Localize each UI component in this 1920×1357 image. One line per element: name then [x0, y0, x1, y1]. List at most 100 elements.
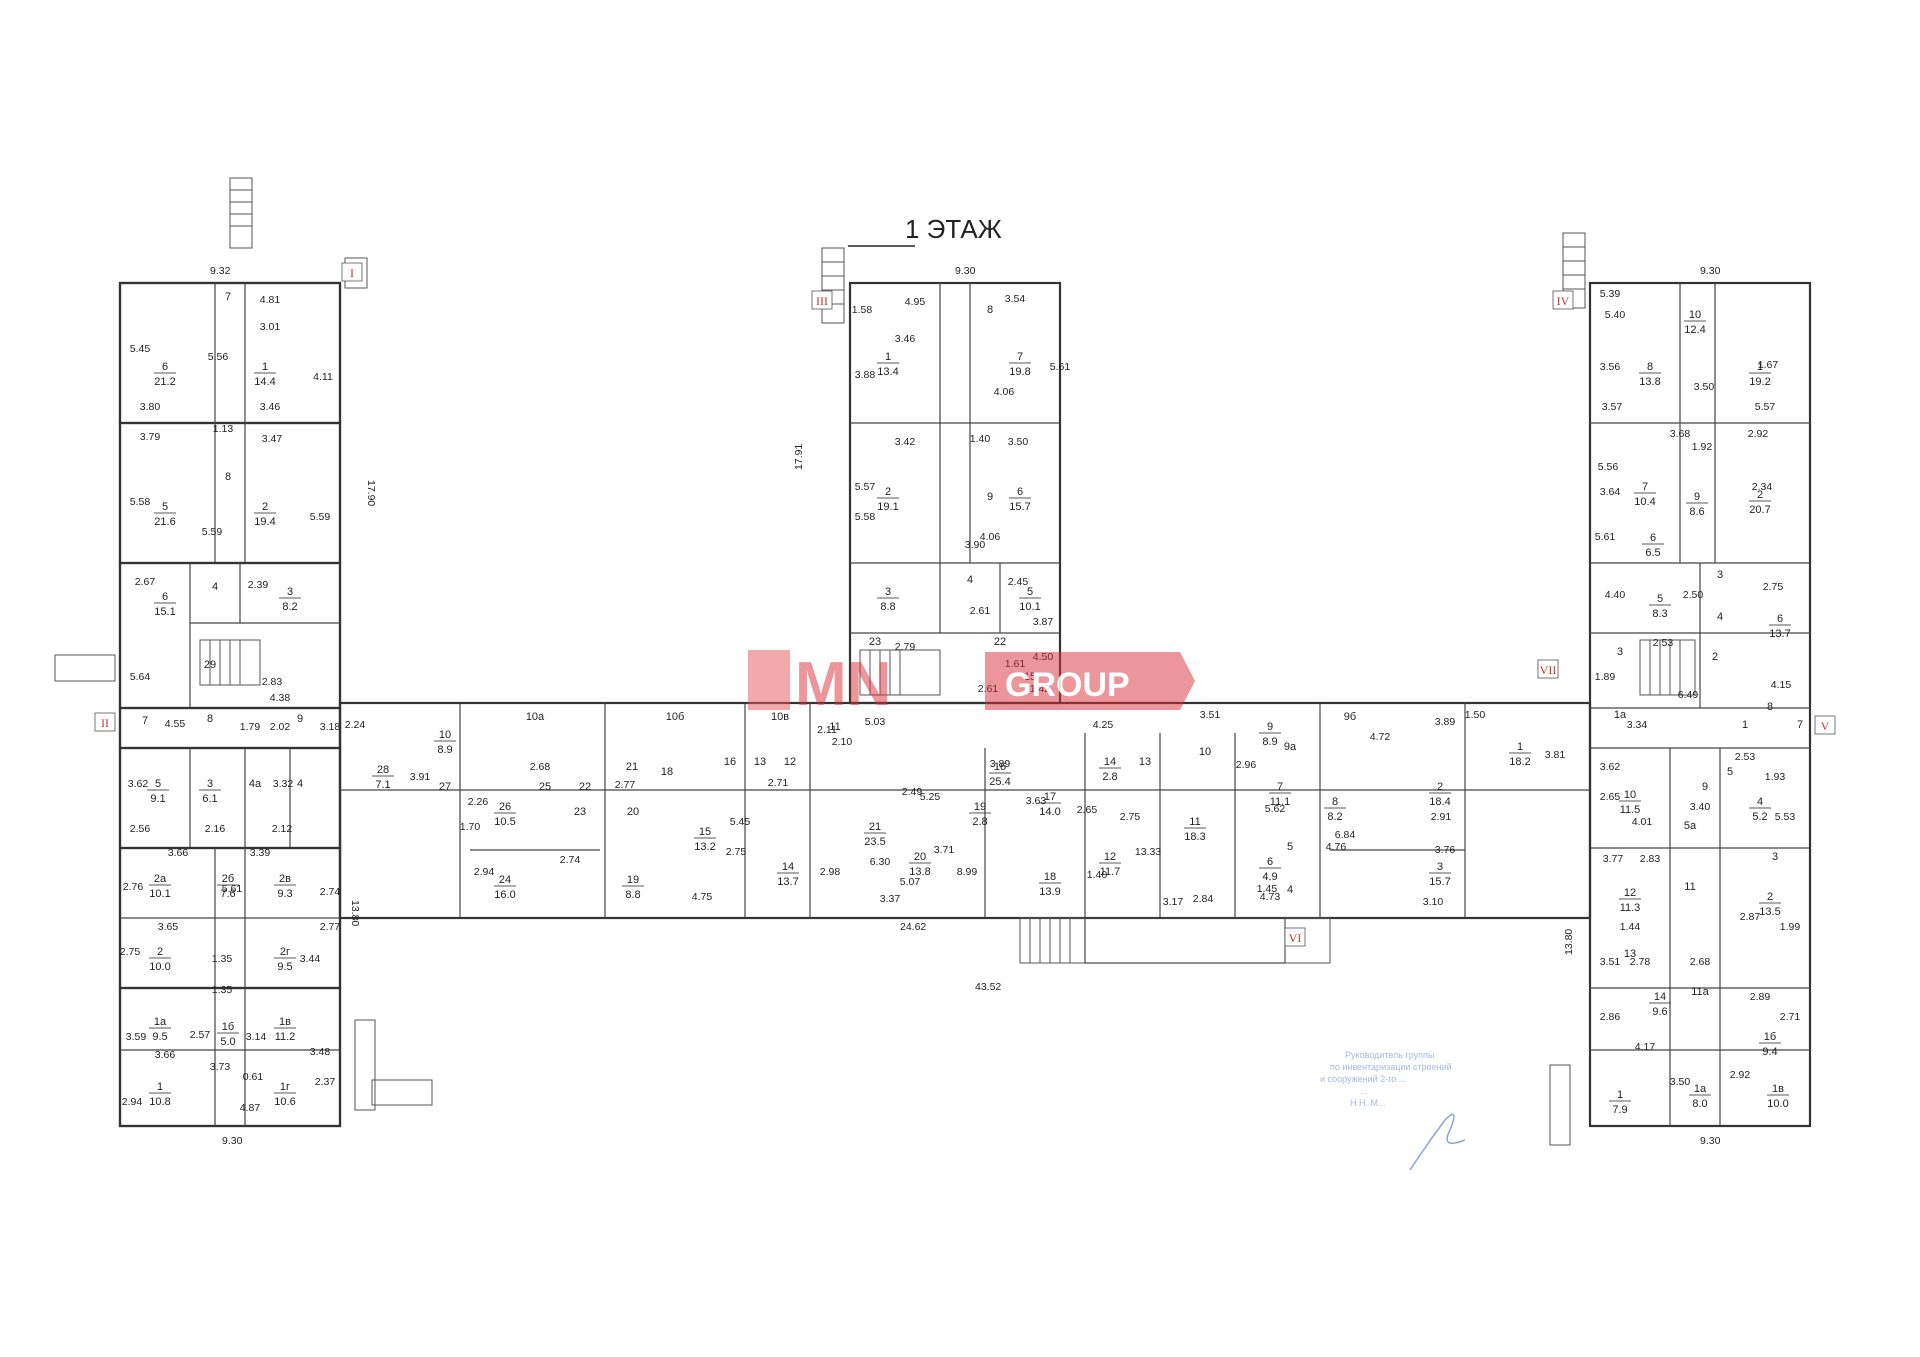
svg-text:Руководитель группы: Руководитель группы	[1345, 1050, 1434, 1060]
dimension-label: 3.87	[1033, 616, 1054, 628]
dimension-label: 2.34	[1752, 481, 1773, 493]
room-number: 9	[297, 713, 303, 725]
room-label-l-1: 7	[225, 291, 231, 303]
room-area: 10.4	[1634, 496, 1655, 508]
dimension-label: 3.66	[155, 1049, 176, 1061]
dimension-label: 3.63	[1026, 795, 1047, 807]
room-area: 13.8	[909, 866, 930, 878]
room-label-m-36: 5	[1287, 841, 1293, 853]
room-area: 11.3	[1620, 902, 1641, 914]
room-label-l-2: 114.4	[254, 361, 276, 388]
dimension-label: 3.37	[880, 893, 901, 905]
dimension-label: 1.67	[1758, 359, 1779, 371]
dimension-label: 3.01	[260, 321, 281, 333]
room-number: 7	[142, 715, 148, 727]
dimension-label: 3.47	[262, 433, 283, 445]
room-number: 11	[1684, 881, 1695, 893]
room-label-c-5: 615.7	[1009, 486, 1031, 513]
entrance-marker-I: I	[341, 262, 363, 282]
room-label-l-3: 521.6	[154, 501, 176, 528]
room-label-r-23: 11	[1684, 881, 1695, 893]
room-label-r-3: 710.4	[1634, 481, 1656, 508]
dimension-label: 3.44	[300, 953, 321, 965]
dimension-label: 1.35	[212, 953, 233, 965]
dim-left-depth: 17.90	[365, 480, 377, 506]
room-number: 13	[1624, 948, 1636, 960]
room-number: 15	[699, 826, 711, 838]
dimension-label: 3.89	[990, 758, 1011, 770]
dimension-label: 2.91	[1431, 811, 1452, 823]
room-label-r-2: 119.2	[1749, 361, 1771, 388]
room-number: 23	[574, 806, 586, 818]
room-area: 7.6	[220, 888, 235, 900]
room-number: 2б	[222, 873, 234, 885]
room-number: 1в	[1772, 1083, 1784, 1095]
room-label-r-19: 5	[1727, 766, 1733, 778]
dimension-label: 2.10	[832, 736, 853, 748]
room-label-m-11: 18	[661, 766, 673, 778]
room-number: 10а	[526, 711, 545, 723]
room-label-l-21: 2г9.5	[274, 946, 296, 973]
room-number: 21	[626, 761, 638, 773]
room-number: 27	[439, 781, 451, 793]
dimension-label: 5.40	[1605, 309, 1626, 321]
room-number: 10	[1689, 309, 1701, 321]
room-number: 9	[1702, 781, 1708, 793]
dimension-label: 4.15	[1771, 679, 1792, 691]
room-label-m-17: 13	[754, 756, 766, 768]
room-label-r-0: 10 12.4	[1684, 309, 1706, 336]
room-area: 8.9	[1262, 736, 1277, 748]
room-number: 1	[262, 361, 268, 373]
dimension-label: 3.40	[1690, 801, 1711, 813]
room-label-r-7: 58.3	[1649, 593, 1671, 620]
dimension-label: 8.99	[957, 866, 978, 878]
room-number: 8	[225, 471, 231, 483]
room-area: 12.4	[1684, 324, 1705, 336]
room-label-r-21: 45.2	[1749, 796, 1771, 823]
room-label-m-32: 10	[1199, 746, 1211, 758]
room-area: 13.7	[777, 876, 798, 888]
room-number: 1а	[154, 1016, 167, 1028]
room-number: 12	[1624, 887, 1636, 899]
inventory-stamp: Руководитель группы по инвентаризации ст…	[1320, 1050, 1466, 1171]
dimension-label: 5.45	[130, 343, 151, 355]
dimension-label: 4.38	[270, 692, 291, 704]
room-area: 20.7	[1749, 504, 1770, 516]
dim-right-bottom: 9.30	[1700, 1135, 1721, 1147]
room-label-m-9: 10б	[666, 711, 685, 723]
room-label-r-30: 17.9	[1609, 1089, 1631, 1116]
room-label-l-20: 210.0	[149, 946, 171, 973]
room-label-m-40: 218.4	[1429, 781, 1451, 808]
svg-text:по инвентаризации строений: по инвентаризации строений	[1330, 1062, 1452, 1072]
room-area: 11.1	[1270, 796, 1291, 808]
room-number: 2г	[280, 946, 290, 958]
dimension-label: 3.89	[1435, 716, 1456, 728]
room-number: 24	[499, 874, 511, 886]
room-number: 4	[212, 581, 218, 593]
dimension-label: 2.87	[1740, 911, 1761, 923]
dim-center-length: 24.62	[900, 921, 926, 933]
room-number: 6	[1777, 613, 1783, 625]
room-number: 1а	[1614, 709, 1627, 721]
dimension-label: 3.48	[310, 1046, 331, 1058]
room-area: 8.6	[1689, 506, 1704, 518]
dimension-label: 1.99	[1780, 921, 1801, 933]
room-number: 28	[377, 764, 389, 776]
room-number: 2в	[279, 873, 291, 885]
dimension-label: 0.61	[243, 1071, 264, 1083]
dimension-label: 4.55	[165, 718, 186, 730]
dimension-label: 1.93	[1765, 771, 1786, 783]
room-label-l-7: 4	[212, 581, 218, 593]
room-area: 4.9	[1262, 871, 1277, 883]
room-area: 9.5	[152, 1031, 167, 1043]
dimension-label: 3.80	[140, 401, 161, 413]
dimension-label: 3.73	[210, 1061, 231, 1073]
room-label-r-20: 5а	[1684, 820, 1697, 832]
dimension-label: 4.06	[980, 531, 1001, 543]
room-area: 13.9	[1039, 886, 1060, 898]
